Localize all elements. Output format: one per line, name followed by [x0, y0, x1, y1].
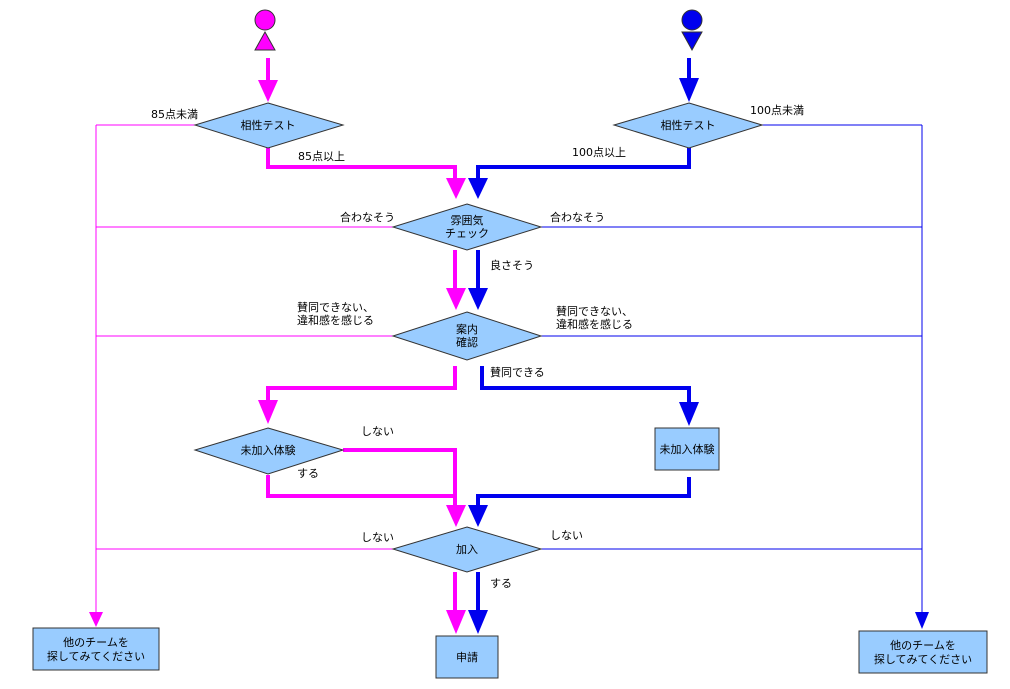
svg-text:相性テスト: 相性テスト: [661, 118, 716, 132]
label-under85: 85点未満: [151, 108, 198, 121]
label-mismatch-right: 合わなそう: [550, 210, 605, 224]
blue-flow: [468, 58, 699, 634]
start-magenta: [254, 9, 276, 51]
svg-text:申請: 申請: [456, 650, 478, 664]
svg-text:探してみてください: 探してみてください: [47, 650, 145, 663]
start-blue: [681, 9, 703, 52]
decision-join: 加入: [391, 526, 543, 573]
svg-text:探してみてください: 探してみてください: [874, 653, 972, 666]
label-over100: 100点以上: [572, 146, 626, 159]
label-disagree-left-2: 違和感を感じる: [297, 314, 374, 327]
svg-text:相性テスト: 相性テスト: [241, 118, 296, 132]
magenta-flow: [258, 58, 466, 634]
label-mismatch-left: 合わなそう: [340, 210, 395, 224]
label-join-no-left: しない: [361, 531, 394, 544]
svg-text:加入: 加入: [456, 543, 478, 556]
box-apply: 申請: [435, 635, 499, 679]
svg-text:他のチームを: 他のチームを: [890, 639, 956, 652]
decision-compat-right: 相性テスト: [612, 102, 764, 149]
decision-compat-left: 相性テスト: [193, 102, 345, 149]
label-under100: 100点未満: [750, 104, 804, 117]
box-other-team-left: 他のチームを 探してみてください: [32, 627, 160, 671]
label-disagree-right-1: 賛同できない、: [556, 304, 633, 318]
decision-guide: 案内 確認: [391, 311, 543, 361]
decision-atmosphere: 雰囲気 チェック: [391, 203, 543, 251]
blue-reject-lines: [541, 124, 929, 629]
label-over85: 85点以上: [298, 150, 345, 163]
svg-text:未加入体験: 未加入体験: [660, 442, 715, 456]
svg-text:チェック: チェック: [445, 227, 489, 240]
label-trial-no: しない: [361, 425, 394, 438]
box-trial: 未加入体験: [654, 427, 720, 471]
label-disagree-left-1: 賛同できない、: [297, 300, 374, 314]
svg-text:案内: 案内: [456, 322, 478, 336]
decision-trial: 未加入体験: [193, 427, 345, 475]
svg-text:雰囲気: 雰囲気: [451, 213, 484, 227]
svg-text:未加入体験: 未加入体験: [241, 443, 296, 457]
magenta-reject-lines: [89, 124, 393, 627]
label-join-no-right: しない: [550, 529, 583, 542]
label-agree: 賛同できる: [490, 365, 545, 379]
label-looks-good: 良さそう: [490, 258, 534, 272]
svg-text:確認: 確認: [456, 335, 478, 349]
label-join-yes: する: [490, 577, 512, 590]
label-trial-yes: する: [297, 467, 319, 480]
box-other-team-right: 他のチームを 探してみてください: [858, 630, 988, 674]
label-disagree-right-2: 違和感を感じる: [556, 318, 633, 331]
svg-text:他のチームを: 他のチームを: [63, 636, 129, 649]
